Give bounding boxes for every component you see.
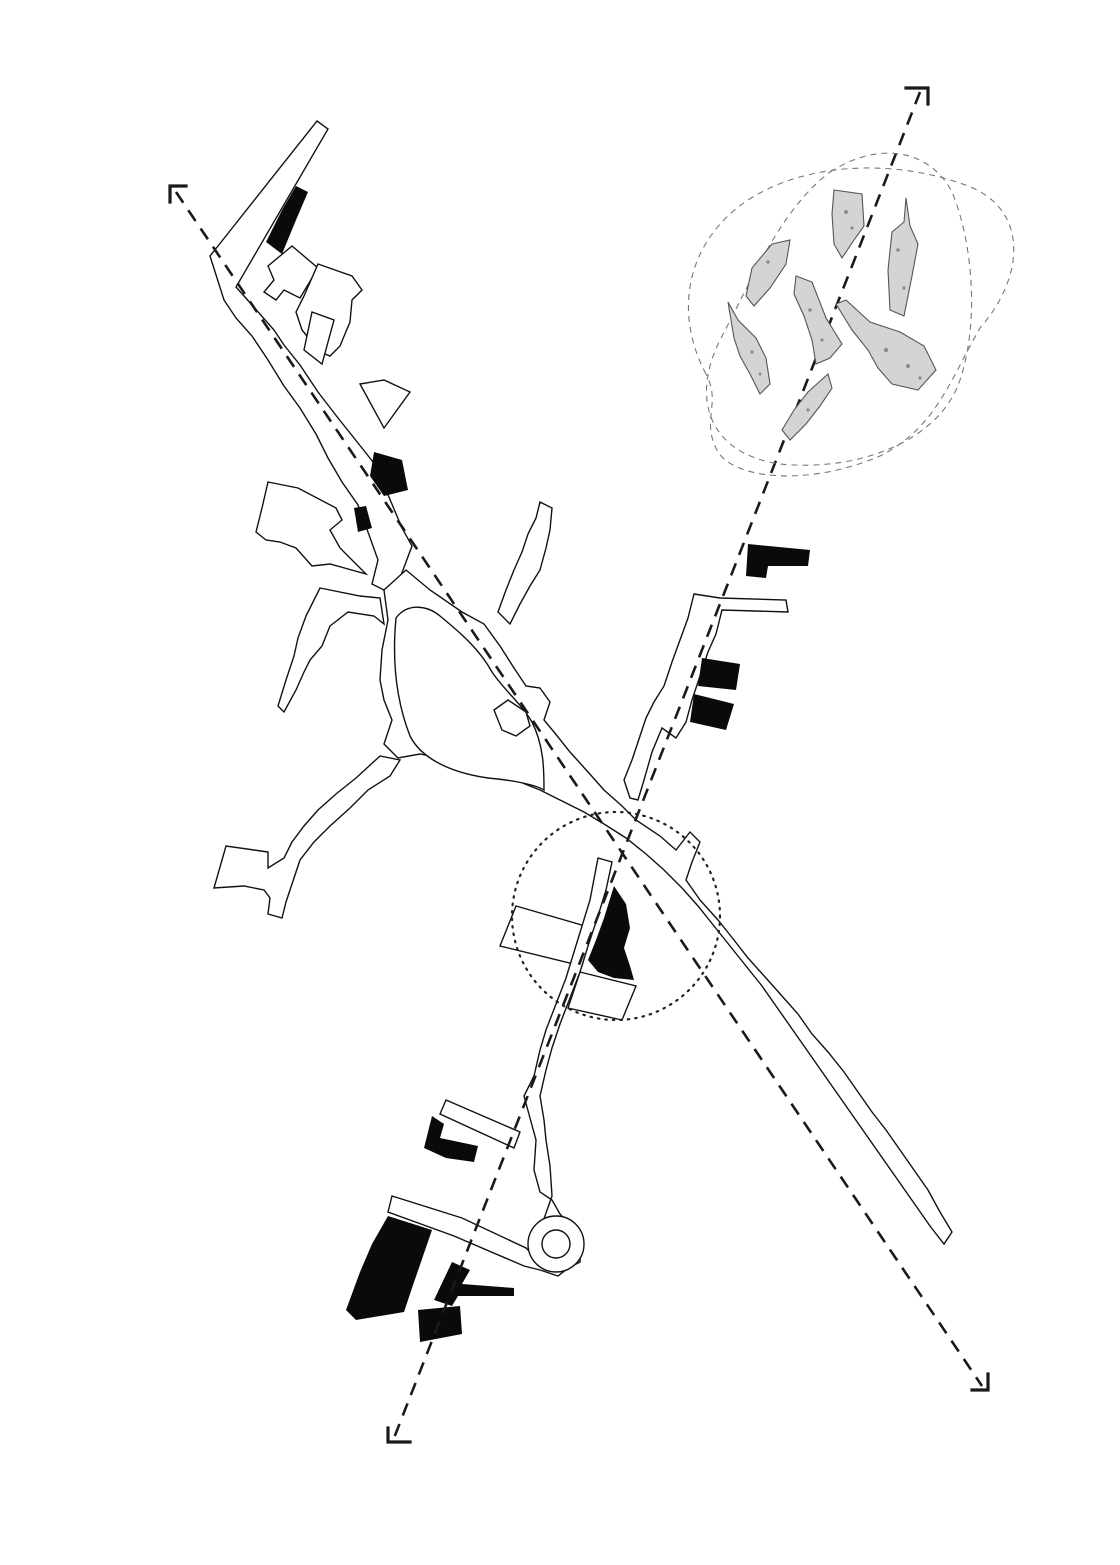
block-nw-1 [262, 245, 319, 301]
street-network [209, 120, 953, 1277]
building-south-2 [346, 1216, 432, 1320]
roundabout-inner [541, 1229, 571, 1259]
fragment-6 [727, 301, 771, 395]
arrowhead-ne [904, 86, 930, 106]
fragment-1 [831, 189, 865, 260]
fragment-cluster [687, 152, 1015, 477]
buildings [266, 186, 810, 1342]
fragment-texture [750, 210, 922, 412]
block-nw-3 [303, 311, 335, 366]
building-nw [266, 186, 308, 254]
block-west [255, 481, 369, 576]
axes [168, 86, 990, 1444]
building-ne-1 [746, 544, 810, 578]
fragment-5 [835, 299, 937, 391]
building-south-4 [418, 1306, 462, 1342]
building-south-1 [424, 1116, 478, 1162]
building-north-1 [370, 452, 408, 496]
building-ne-2 [698, 658, 740, 690]
street-nw-arm [209, 120, 413, 591]
block-north-center [497, 500, 553, 626]
fragment-2 [887, 197, 919, 317]
building-north-2 [354, 506, 372, 532]
arrowhead-sw [386, 1426, 412, 1444]
fragment-4 [793, 275, 843, 365]
block-mid [493, 699, 531, 737]
fragment-7 [781, 373, 833, 441]
focus-circle [510, 810, 722, 1022]
fragment-3 [745, 239, 791, 307]
block-south-1 [439, 1099, 521, 1149]
street-southwest-arm [213, 755, 402, 919]
arrowhead-se [970, 1372, 990, 1392]
arrowhead-nw [168, 184, 188, 204]
building-ne-3 [690, 694, 734, 730]
cloud-outline-2 [705, 152, 973, 466]
street-west-arm [277, 587, 385, 714]
axis-nw-se [174, 191, 984, 1387]
building-south-3 [434, 1262, 514, 1306]
building-focus [588, 886, 634, 980]
street-south-arm [387, 857, 613, 1277]
plaza-triangle [358, 379, 412, 430]
central-oval-island [393, 606, 545, 792]
street-ne-arm [623, 593, 789, 801]
